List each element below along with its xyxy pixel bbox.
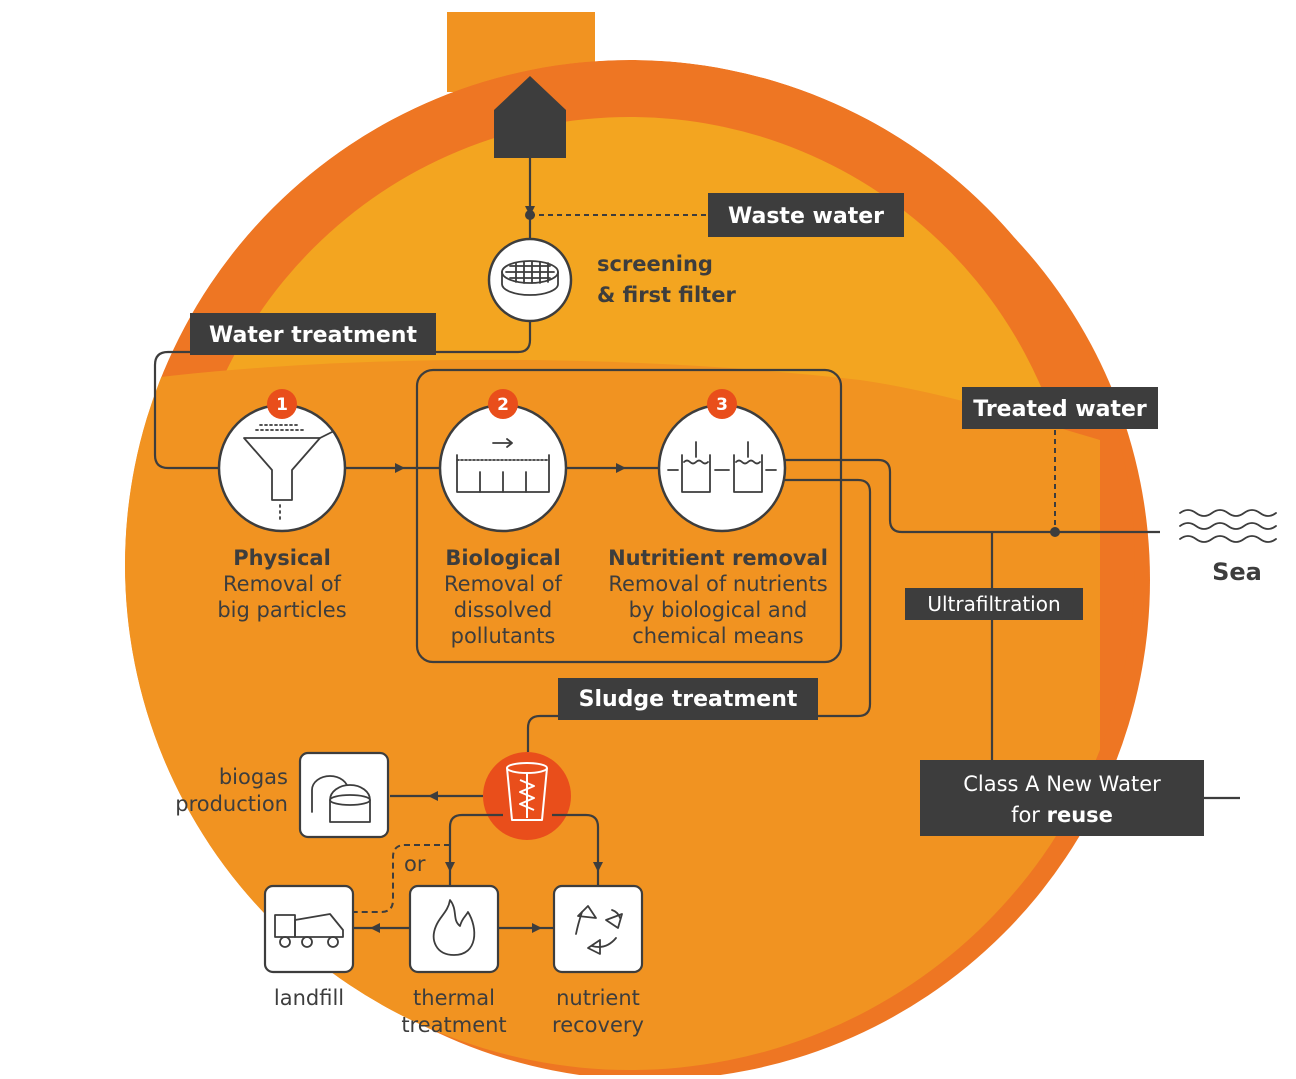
badge-1-number: 1 <box>276 395 288 415</box>
biological-desc-3: pollutants <box>451 624 556 648</box>
sludge-treatment-box <box>558 678 818 720</box>
house-icon <box>494 76 566 158</box>
landfill-label: landfill <box>274 986 344 1010</box>
dashed-or-path <box>352 844 450 913</box>
flow-to-sludge <box>526 478 872 752</box>
badge-3 <box>707 389 737 419</box>
thermal-tile <box>408 884 500 974</box>
recycle-icon <box>575 905 623 955</box>
truck-icon <box>274 913 344 948</box>
sieve-icon <box>501 260 559 296</box>
screening-label-2: & first filter <box>597 283 736 307</box>
ultrafiltration-box <box>905 588 1083 620</box>
sea-waves-icon <box>1179 509 1277 543</box>
class-a-label-1: Class A New Water <box>963 772 1161 796</box>
centrifuge-drum-icon <box>506 762 548 821</box>
ultrafiltration-label: Ultrafiltration <box>927 592 1060 616</box>
basin-icon <box>456 438 550 493</box>
funnel-icon <box>243 424 333 523</box>
flow-screen-to-physical <box>153 321 532 470</box>
nutrient-desc-2: by biological and <box>629 598 808 622</box>
biogas-label-2: production <box>175 792 288 816</box>
physical-title: Physical <box>233 546 331 570</box>
biological-desc-1: Removal of <box>444 572 563 596</box>
nutrient-recovery-label-2: recovery <box>552 1013 644 1037</box>
flow-to-thermal <box>445 813 503 872</box>
physical-desc-1: Removal of <box>223 572 342 596</box>
treated-water-label: Treated water <box>973 397 1147 422</box>
tanks-icon <box>667 441 777 493</box>
sea-label: Sea <box>1212 558 1262 586</box>
biological-title: Biological <box>445 546 560 570</box>
water-treatment-label: Water treatment <box>209 323 417 348</box>
badge-2 <box>488 389 518 419</box>
physical-stage-icon <box>217 403 347 533</box>
landfill-tile <box>263 884 355 974</box>
biogas-domes-icon <box>311 775 371 823</box>
nutrient-recovery-label-1: nutrient <box>556 986 640 1010</box>
nutrient-recovery-tile <box>552 884 644 974</box>
badge-2-number: 2 <box>497 395 509 415</box>
flow-to-nutrient-recovery <box>552 813 603 872</box>
treated-water-box <box>962 387 1158 429</box>
biological-desc-2: dissolved <box>454 598 552 622</box>
nutrient-desc-1: Removal of nutrients <box>608 572 827 596</box>
nutrient-removal-stage-icon <box>657 403 787 533</box>
screening-label-1: screening <box>597 252 713 276</box>
badge-3-number: 3 <box>716 395 728 415</box>
nutrient-desc-3: chemical means <box>632 624 804 648</box>
waste-water-box <box>708 193 904 237</box>
nutrient-title: Nutritient removal <box>608 546 828 570</box>
waste-water-label: Waste water <box>728 204 884 229</box>
biological-stage-icon <box>438 403 568 533</box>
badge-1 <box>267 389 297 419</box>
class-a-label-2: for reuse <box>1011 803 1113 827</box>
biogas-label-1: biogas <box>219 765 288 789</box>
flow-to-sea <box>785 458 1160 534</box>
sludge-treatment-label: Sludge treatment <box>579 687 798 712</box>
physical-desc-2: big particles <box>217 598 346 622</box>
thermal-label-1: thermal <box>413 986 495 1010</box>
thermal-label-2: treatment <box>401 1013 506 1037</box>
water-treatment-box <box>190 313 436 355</box>
class-a-box <box>920 760 1204 836</box>
or-label: or <box>404 852 426 876</box>
flame-icon <box>432 899 476 956</box>
biological-nutrient-group-box <box>415 368 843 664</box>
